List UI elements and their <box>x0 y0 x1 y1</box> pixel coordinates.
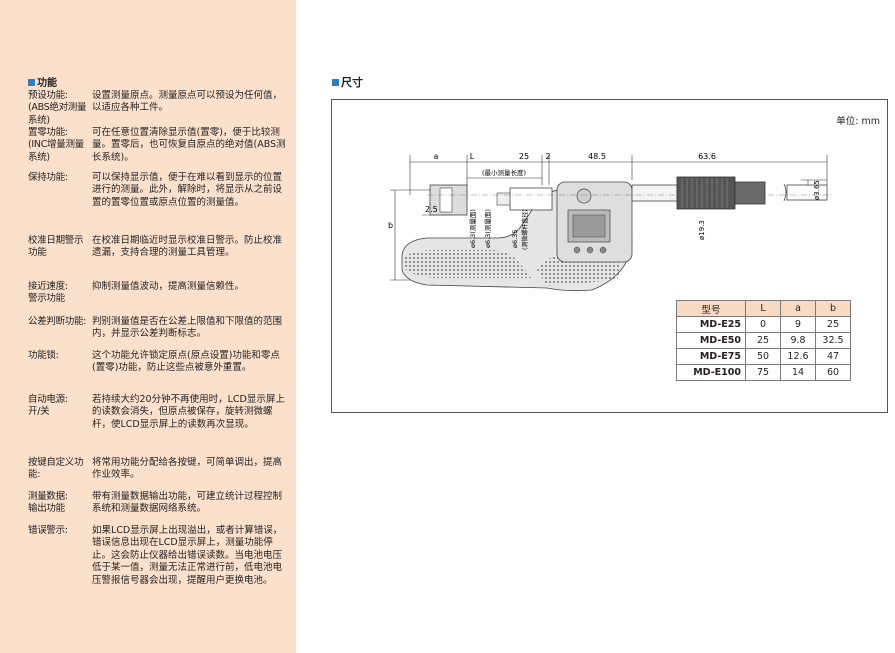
micrometer-drawing: a L 25 2 48.5 63.6 (最小测量长度) 2.5 b ø6.3(测… <box>388 152 832 292</box>
feature-label: 保持功能: <box>28 172 68 183</box>
table-header-cell: b <box>815 300 851 317</box>
feature-description: 判别测量值是否在公差上限值和下限值的范围内，并显示公差判断标志。 <box>92 316 283 340</box>
feature-description: 在校准日期临近时显示校准日警示。防止校准遗漏，支持合理的测量工具管理。 <box>92 235 283 259</box>
dim-25-label: 25 <box>519 152 529 161</box>
feature-label: 公差判断功能: <box>28 316 87 327</box>
feature-label: 预设功能: (ABS绝对测量系统) <box>28 90 87 126</box>
spindle-dia-label: ø6.35 <box>511 230 519 248</box>
feature-label: 自动电源: 开/关 <box>28 394 68 418</box>
table-header-row: 型号 L a b <box>676 300 851 317</box>
min-range-label: (最小测量长度) <box>482 168 526 177</box>
feature-label: 按键自定义功能: <box>28 457 84 481</box>
feature-label: 功能锁: <box>28 350 59 361</box>
dim-48-5-label: 48.5 <box>588 152 606 161</box>
feature-description: 带有测量数据输出功能，可建立统计过程控制系统和测量数据网络系统。 <box>92 491 283 515</box>
feature-label: 接近速度: 警示功能 <box>28 281 68 305</box>
table-cell: 75 <box>745 364 781 381</box>
anvil-face-label: ø6.3(测量面) <box>469 209 477 248</box>
table-cell: 12.6 <box>780 348 816 365</box>
feature-description: 若持续大约20分钟不再使用时，LCD显示屏上的读数会消失，但原点被保存，旋转测微… <box>92 394 285 430</box>
table-cell: 32.5 <box>815 332 851 349</box>
table-cell: 9 <box>780 316 816 333</box>
thimble-dia-label: ø19.3 <box>698 220 706 240</box>
unit-label: 单位: mm <box>836 116 880 127</box>
model-cell: MD-E75 <box>676 348 746 365</box>
table-header-cell: L <box>745 300 781 317</box>
feature-description: 如果LCD显示屏上出现溢出，或者计算错误，错误信息出现在LCD显示屏上，测量功能… <box>92 525 283 586</box>
dim-2-label: 2 <box>545 152 550 161</box>
table-cell: 9.8 <box>780 332 816 349</box>
dim-L-label: L <box>470 152 475 161</box>
feature-description: 可以保持显示值，便于在难以看到显示的位置进行的测量。此外，解除时，将显示从之前设… <box>92 172 283 208</box>
dimensions-title: 尺寸 <box>332 74 363 90</box>
features-title: 功能 <box>28 74 57 89</box>
model-cell: MD-E25 <box>676 316 746 333</box>
feature-description: 可在任意位置清除显示值(置零)，便于比较测量。置零后，也可恢复自原点的绝对值(A… <box>92 127 286 163</box>
feature-label: 置零功能: (INC增量测量系统) <box>28 127 84 163</box>
feature-label: 错误警示: <box>28 525 68 536</box>
spindle-note-label: (测微螺杆直径) <box>521 209 529 250</box>
dim-b-label: b <box>388 221 393 230</box>
table-cell: 25 <box>815 316 851 333</box>
table-header-cell: 型号 <box>676 300 746 317</box>
ratchet-dia-label: ø3.65 <box>813 180 821 200</box>
table-cell: 47 <box>815 348 851 365</box>
dim-2-5-label: 2.5 <box>425 205 438 214</box>
left-panel: 功能 预设功能: (ABS绝对测量系统)设置测量原点。测量原点可以预设为任何值，… <box>0 0 296 653</box>
feature-description: 抑制测量值波动，提高测量信赖性。 <box>92 281 245 292</box>
model-cell: MD-E50 <box>676 332 746 349</box>
feature-description: 设置测量原点。测量原点可以预设为任何值，以适应各种工件。 <box>92 90 283 114</box>
spindle-face-label: ø6.3(测量面) <box>484 209 492 248</box>
feature-label: 校准日期警示功能 <box>28 235 84 259</box>
square-bullet-icon <box>28 79 35 86</box>
feature-description: 这个功能允许锁定原点(原点设置)功能和零点(置零)功能，防止这些点被意外重置。 <box>92 350 280 374</box>
table-cell: 25 <box>745 332 781 349</box>
table-cell: 50 <box>745 348 781 365</box>
table-cell: 0 <box>745 316 781 333</box>
dim-63-6-label: 63.6 <box>698 152 716 161</box>
dim-a-label: a <box>434 152 439 161</box>
model-cell: MD-E100 <box>676 364 746 381</box>
square-bullet-icon <box>332 79 339 86</box>
table-header-cell: a <box>780 300 816 317</box>
dimension-drawing-frame: 单位: mm <box>331 99 888 413</box>
feature-label: 测量数据: 输出功能 <box>28 491 68 515</box>
table-cell: 60 <box>815 364 851 381</box>
feature-description: 将常用功能分配给各按键，可简单调出，提高作业效率。 <box>92 457 283 481</box>
table-cell: 14 <box>780 364 816 381</box>
